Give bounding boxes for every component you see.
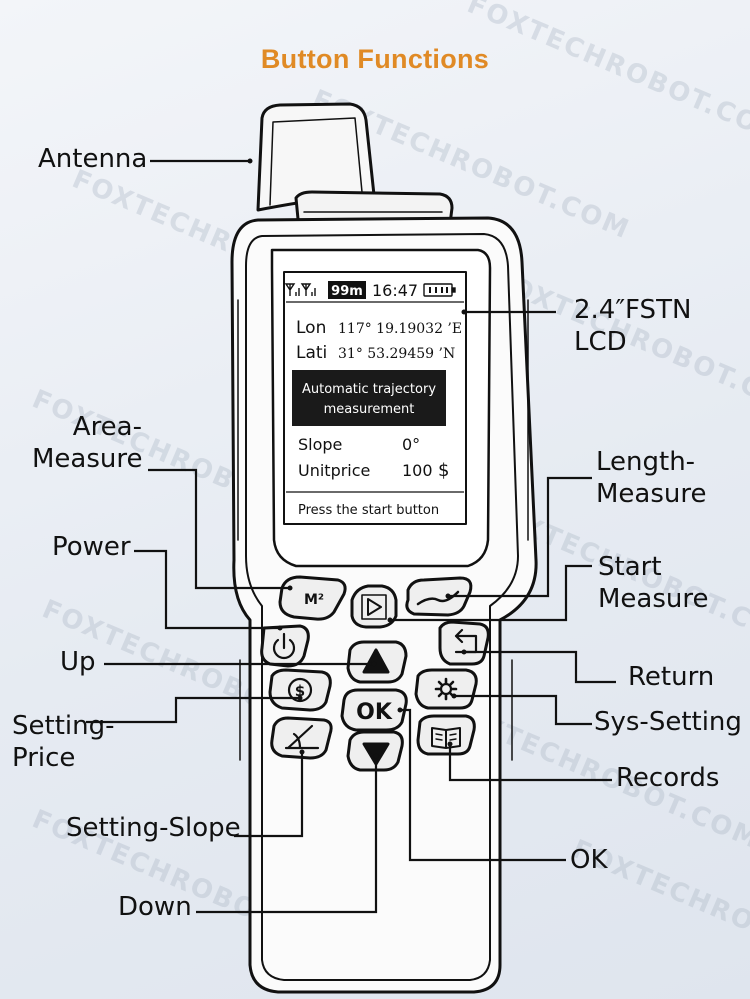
label-antenna: Antenna — [38, 144, 148, 174]
slope-value: 0° — [402, 435, 420, 454]
trajectory-banner — [292, 370, 446, 426]
label-ok: OK — [570, 845, 608, 875]
lat-label: Lati — [296, 343, 327, 363]
slope-label: Slope — [298, 435, 342, 454]
screen-content: 99m 16:47 Lon 117° 19.19032 ’E Lati 31° … — [284, 281, 464, 725]
leader-start — [390, 564, 592, 622]
leader-length — [448, 476, 592, 598]
label-lcd: 2.4″FSTN LCD — [574, 295, 692, 357]
label-start-measure: Start Measure — [598, 552, 709, 614]
leader-price — [86, 696, 300, 724]
return-key — [438, 620, 490, 666]
unitprice-value: 100 — [402, 461, 433, 480]
signal-icon — [284, 283, 300, 296]
area-key-glyph: M² — [304, 592, 324, 608]
status-time: 16:47 — [372, 281, 418, 300]
page-title: Button Functions — [260, 44, 490, 74]
label-setting-price: Setting- Price — [12, 711, 115, 773]
lat-value: 31° 53.29459 ’N — [338, 346, 455, 362]
leader-dots — [247, 158, 467, 759]
label-up: Up — [60, 647, 96, 677]
lon-value: 117° 19.19032 ’E — [338, 321, 462, 337]
area-measure-key — [278, 575, 347, 621]
label-down: Down — [118, 892, 192, 922]
banner-line-2: measurement — [324, 402, 415, 417]
leader-power — [134, 549, 280, 630]
leader-area — [148, 468, 290, 590]
ok-key-glyph: OK — [356, 700, 393, 725]
label-length-measure: Length- Measure — [596, 447, 707, 509]
sys-setting-key — [414, 668, 478, 710]
leader-records — [448, 744, 612, 782]
label-area-measure: Area- Measure — [32, 412, 143, 474]
label-power: Power — [52, 532, 131, 562]
start-measure-key — [350, 584, 398, 629]
setting-price-key — [268, 668, 332, 712]
dollar-icon: $ — [295, 682, 305, 700]
label-sys-setting: Sys-Setting — [594, 707, 742, 737]
ok-key — [340, 688, 408, 732]
leader-sys — [454, 694, 592, 726]
leader-ok — [400, 708, 566, 862]
leader-return — [464, 650, 616, 684]
length-measure-key — [405, 576, 473, 617]
currency-symbol: $ — [438, 460, 449, 481]
label-setting-slope: Setting-Slope — [66, 813, 241, 843]
status-badge: 99m — [331, 284, 363, 299]
banner-line-1: Automatic trajectory — [302, 382, 436, 397]
leader-slope — [234, 752, 304, 838]
unitprice-label: Unitprice — [298, 461, 370, 480]
leader-down — [196, 756, 378, 914]
lon-label: Lon — [296, 318, 326, 338]
leader-lines — [86, 159, 616, 914]
screen-footer: Press the start button — [298, 503, 439, 518]
label-return: Return — [628, 662, 715, 692]
signal-icon — [300, 283, 316, 296]
label-records: Records — [616, 763, 720, 793]
